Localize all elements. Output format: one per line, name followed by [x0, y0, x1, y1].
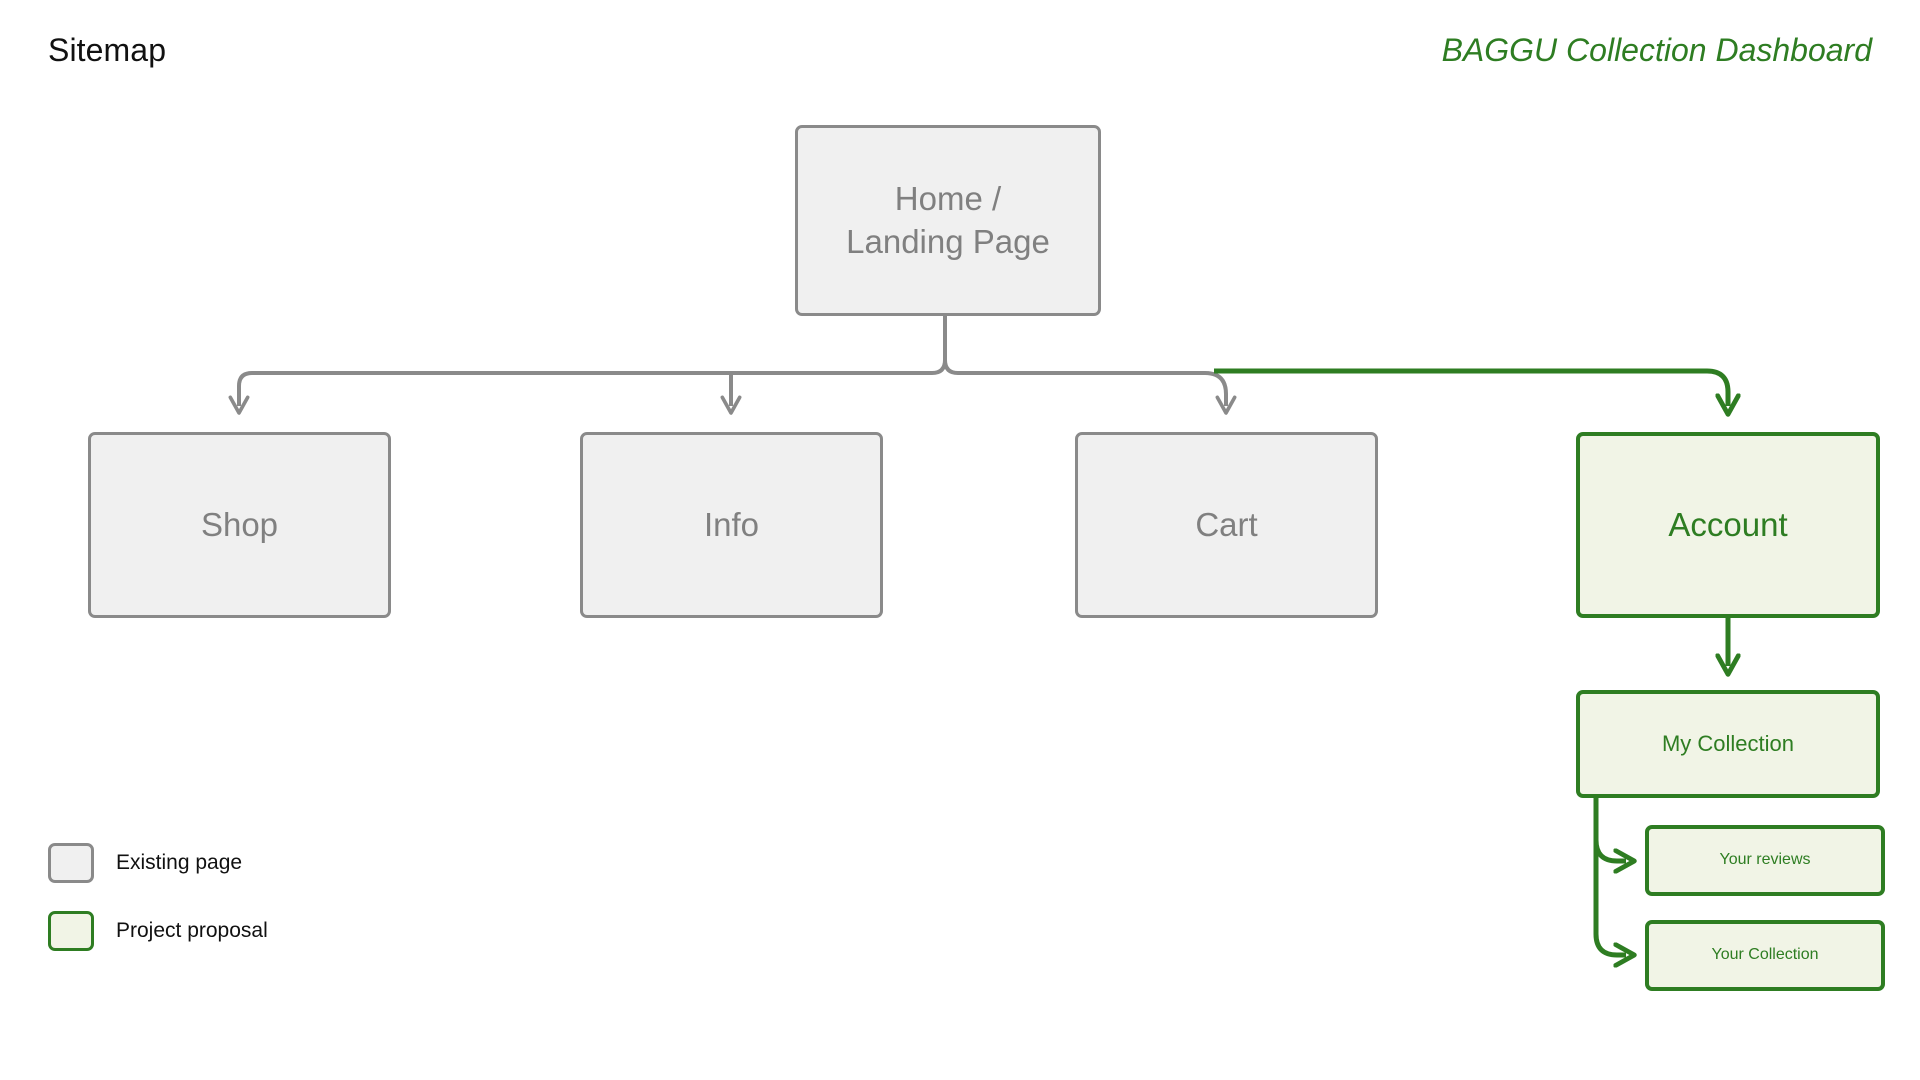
- node-cart-label: Cart: [1195, 505, 1258, 543]
- edge-home-stem: [252, 316, 1205, 375]
- legend-item-proposal: Project proposal: [48, 908, 268, 954]
- dashboard-title: BAGGU Collection Dashboard: [1441, 32, 1872, 68]
- node-home-line2: Landing Page: [846, 222, 1050, 260]
- edge-mycollection-yourcollection: [1593, 798, 1626, 955]
- node-shop-label: Shop: [200, 505, 279, 543]
- node-info[interactable]: Info: [580, 432, 883, 618]
- node-your-reviews[interactable]: Your reviews: [1645, 825, 1885, 896]
- legend-label-existing: Existing page: [116, 851, 243, 874]
- node-account[interactable]: Account: [1576, 432, 1880, 618]
- node-home-label: Home / Landing Page: [846, 178, 1050, 262]
- node-my-collection-label: My Collection: [1661, 730, 1795, 756]
- node-your-collection-label: Your Collection: [1711, 946, 1819, 964]
- legend-label-proposal: Project proposal: [116, 919, 268, 942]
- edge-home-account: [1214, 368, 1728, 406]
- node-home[interactable]: Home / Landing Page: [795, 125, 1101, 316]
- legend: Existing page Project proposal: [48, 840, 268, 976]
- node-account-label: Account: [1668, 505, 1788, 543]
- node-home-line1: Home /: [894, 180, 1002, 218]
- node-shop[interactable]: Shop: [88, 432, 391, 618]
- edge-home-cart: [1204, 371, 1226, 406]
- legend-item-existing: Existing page: [48, 840, 268, 886]
- node-your-reviews-label: Your reviews: [1719, 851, 1811, 869]
- node-your-collection[interactable]: Your Collection: [1645, 920, 1885, 991]
- node-my-collection[interactable]: My Collection: [1576, 690, 1880, 798]
- edge-mycollection-yourreviews: [1593, 798, 1626, 861]
- edge-home-shop: [239, 371, 253, 406]
- node-cart[interactable]: Cart: [1075, 432, 1378, 618]
- node-info-label: Info: [703, 505, 760, 543]
- legend-swatch-proposal-icon: [48, 911, 94, 951]
- page-title: Sitemap: [48, 32, 167, 68]
- legend-swatch-existing-icon: [48, 843, 94, 883]
